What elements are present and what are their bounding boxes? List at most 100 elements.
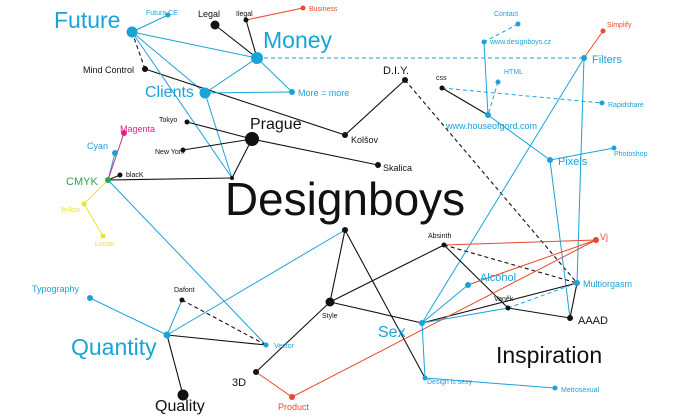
edge-filters-multiorgasm: [576, 57, 585, 284]
edge-pixels-photoshop: [549, 147, 615, 161]
node-dot-typography: [87, 295, 93, 301]
node-label-kolsov: Kolšov: [351, 135, 379, 145]
edge-quantity-quality: [166, 334, 184, 396]
node-dot-future: [126, 26, 138, 38]
node-dot-new_york: [180, 147, 186, 153]
node-dot-sex: [419, 320, 425, 326]
node-label-futura_ce: Futura CE: [146, 10, 178, 17]
node-label-inspiration: Inspiration: [496, 342, 602, 368]
node-dot-css: [439, 85, 445, 91]
edge-futura_ce-future: [131, 14, 169, 33]
edge-future-hub_center: [131, 31, 233, 179]
node-dot-futura_ce: [165, 12, 171, 18]
node-dot-three_d: [253, 369, 259, 375]
node-label-ilegal: Ilegal: [236, 11, 253, 18]
edge-vanek-multiorgasm: [507, 282, 578, 309]
node-label-dafont: Dafont: [174, 287, 195, 294]
node-dot-vector: [263, 342, 269, 348]
node-dot-cmyk: [105, 177, 111, 183]
edge-future-clients: [131, 31, 206, 94]
edge-product-vj: [291, 239, 597, 398]
edge-absinth-vanek: [443, 244, 509, 309]
node-dot-diy: [402, 77, 408, 83]
edge-absinth-style: [329, 244, 445, 303]
edge-alcohol-vj: [467, 239, 597, 286]
node-dot-simplify: [600, 28, 606, 34]
edge-money-clients: [204, 57, 258, 94]
node-dot-vj: [593, 237, 599, 243]
edge-design_is_sexy-metrosexual: [424, 377, 556, 389]
edge-alcohol-sex: [421, 284, 469, 324]
node-dot-product: [289, 394, 295, 400]
node-label-diy: D.I.Y.: [383, 65, 409, 77]
node-label-mind_control: Mind Control: [83, 65, 134, 75]
node-label-filters: Filters: [592, 54, 622, 66]
edge-style-sex: [329, 301, 423, 324]
edge-tokyo-prague: [186, 121, 253, 140]
node-label-sex: Sex: [378, 324, 406, 341]
edge-new_york-prague: [182, 138, 253, 151]
edge-style-three_d: [255, 301, 331, 373]
node-dot-magenta: [121, 130, 127, 136]
node-label-photoshop: Photoshop: [614, 151, 648, 158]
edge-multiorgasm-aaad: [569, 282, 578, 319]
node-label-design_is_sexy: Design is sexy: [427, 379, 473, 386]
node-label-magenta: Magenta: [120, 124, 155, 134]
node-label-vj: Vj: [600, 232, 608, 242]
edge-cmyk-vector: [107, 179, 267, 346]
node-dot-tokyo: [184, 119, 190, 125]
node-label-alcohol: Alcohol: [480, 272, 516, 284]
edge-magenta-cmyk: [107, 132, 125, 181]
edge-wwwdesignboys-houseofgord: [483, 41, 489, 116]
edge-ilegal-money: [245, 19, 258, 59]
node-label-tokyo: Tokyo: [159, 117, 177, 124]
edge-three_d-product: [255, 371, 293, 398]
edge-future-money: [131, 31, 258, 59]
nodes-layer: [81, 5, 617, 401]
edge-money-more_more: [256, 57, 293, 93]
node-label-style: Style: [322, 313, 338, 320]
node-dot-mind_control: [142, 66, 148, 72]
node-label-simplify: Simplify: [607, 22, 632, 29]
node-label-typography: Typography: [32, 284, 80, 294]
node-label-designboys: Designboys: [225, 173, 465, 225]
node-label-money: Money: [263, 27, 333, 53]
edge-mind_control-kolsov: [144, 68, 346, 136]
edge-diy-kolsov: [344, 79, 406, 136]
node-dot-business: [300, 5, 306, 11]
edge-style-top_node: [329, 229, 346, 303]
node-dot-html: [495, 79, 501, 85]
node-dot-hub_center: [230, 176, 234, 180]
node-label-aaad: AAAD: [578, 315, 608, 327]
edge-dafont-quantity: [166, 299, 183, 336]
node-label-product: Product: [278, 402, 310, 412]
node-label-pixels: Pixels: [558, 156, 588, 168]
edge-prague-hub_center: [231, 138, 253, 179]
edge-css-rapidshare: [441, 87, 603, 104]
node-dot-cyan: [112, 150, 118, 156]
edge-sex-multiorgasm: [421, 282, 578, 324]
node-dot-legal: [210, 20, 220, 30]
node-label-yellow: Yellow: [60, 207, 81, 214]
node-dot-absinth: [441, 242, 447, 248]
node-label-absinth: Absinth: [428, 233, 451, 240]
edge-dafont-vector: [181, 299, 267, 346]
node-dot-black: [117, 172, 123, 178]
node-dot-contact: [515, 21, 521, 27]
node-dot-quantity: [163, 331, 171, 339]
edge-css-houseofgord: [441, 87, 489, 116]
node-dot-aaad: [567, 315, 573, 321]
edge-pixels-aaad: [549, 159, 571, 319]
edge-sex-vanek: [421, 307, 509, 324]
node-dot-pixels: [547, 157, 553, 163]
edge-legal-money: [214, 24, 258, 59]
node-dot-rapidshare: [599, 100, 605, 106]
edge-ilegal-business: [245, 7, 304, 21]
node-dot-houseofgord: [485, 112, 491, 118]
node-label-quantity: Quantity: [71, 334, 157, 360]
node-label-houseofgord: www.houseofgord.com: [445, 121, 537, 131]
node-label-metrosexual: Metrosexual: [561, 387, 600, 394]
node-label-quality: Quality: [155, 398, 205, 415]
